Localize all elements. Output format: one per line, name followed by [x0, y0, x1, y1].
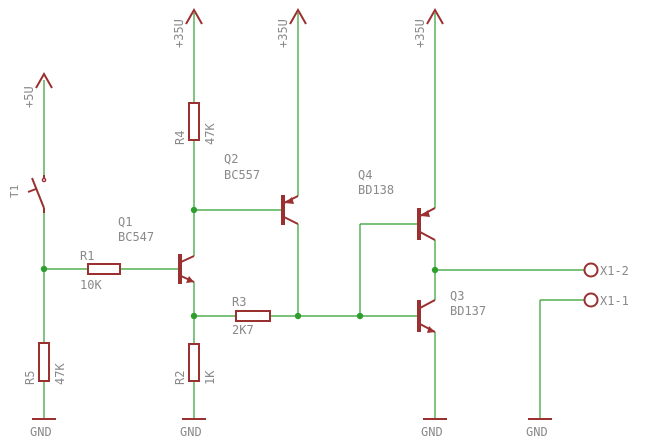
resistor-r1: R1 10K: [80, 249, 121, 292]
ground-2: GND: [180, 418, 206, 439]
resistor-r3: R3 2K7: [232, 295, 271, 337]
component-value: 47K: [203, 123, 217, 145]
supply-35v-2: +35U: [276, 7, 307, 48]
connector-label: X1-1: [600, 294, 629, 308]
component-value: 2K7: [232, 323, 254, 337]
ground-label: GND: [421, 425, 443, 439]
component-name: R5: [23, 371, 37, 385]
connector-x1-2: X1-2: [583, 262, 629, 278]
resistor-r4: R4 47K: [173, 102, 217, 145]
ground-label: GND: [526, 425, 548, 439]
component-value: BD137: [450, 304, 486, 318]
supply-label: +35U: [413, 19, 427, 48]
component-name: T1: [8, 185, 21, 198]
component-value: 1K: [203, 370, 217, 385]
component-name: R3: [232, 295, 246, 309]
junctions: [40, 206, 439, 320]
component-name: R1: [80, 249, 94, 263]
resistor-r5: R5 47K: [23, 342, 67, 385]
transistor-q2: Q2 BC557: [224, 152, 299, 225]
component-value: BC557: [224, 168, 260, 182]
component-value: 10K: [80, 278, 102, 292]
supply-label: +5U: [22, 86, 36, 108]
ground-1: GND: [30, 418, 56, 439]
switch-t1: T1: [8, 175, 47, 213]
connector-label: X1-2: [600, 264, 629, 278]
transistor-q3: Q3 BD137: [417, 289, 486, 333]
ground-4: GND: [526, 418, 552, 439]
component-name: Q2: [224, 152, 238, 166]
transistor-q1: Q1 BC547: [118, 215, 195, 284]
component-value: 47K: [53, 363, 67, 385]
component-name: Q1: [118, 215, 132, 229]
component-name: Q4: [358, 168, 372, 182]
component-name: R2: [173, 371, 187, 385]
ground-label: GND: [180, 425, 202, 439]
supply-label: +35U: [172, 19, 186, 48]
supply-35v-3: +35U: [413, 7, 444, 48]
resistor-r2: R2 1K: [173, 343, 217, 385]
supply-5v: +5U: [22, 71, 53, 108]
component-value: BC547: [118, 230, 154, 244]
component-value: BD138: [358, 183, 394, 197]
supply-35v-1: +35U: [172, 7, 203, 48]
connector-x1-1: X1-1: [583, 292, 629, 308]
component-name: Q3: [450, 289, 464, 303]
component-name: R4: [173, 131, 187, 145]
transistor-q4: Q4 BD138: [358, 168, 436, 241]
supply-label: +35U: [276, 19, 290, 48]
ground-label: GND: [30, 425, 52, 439]
ground-3: GND: [421, 418, 447, 439]
